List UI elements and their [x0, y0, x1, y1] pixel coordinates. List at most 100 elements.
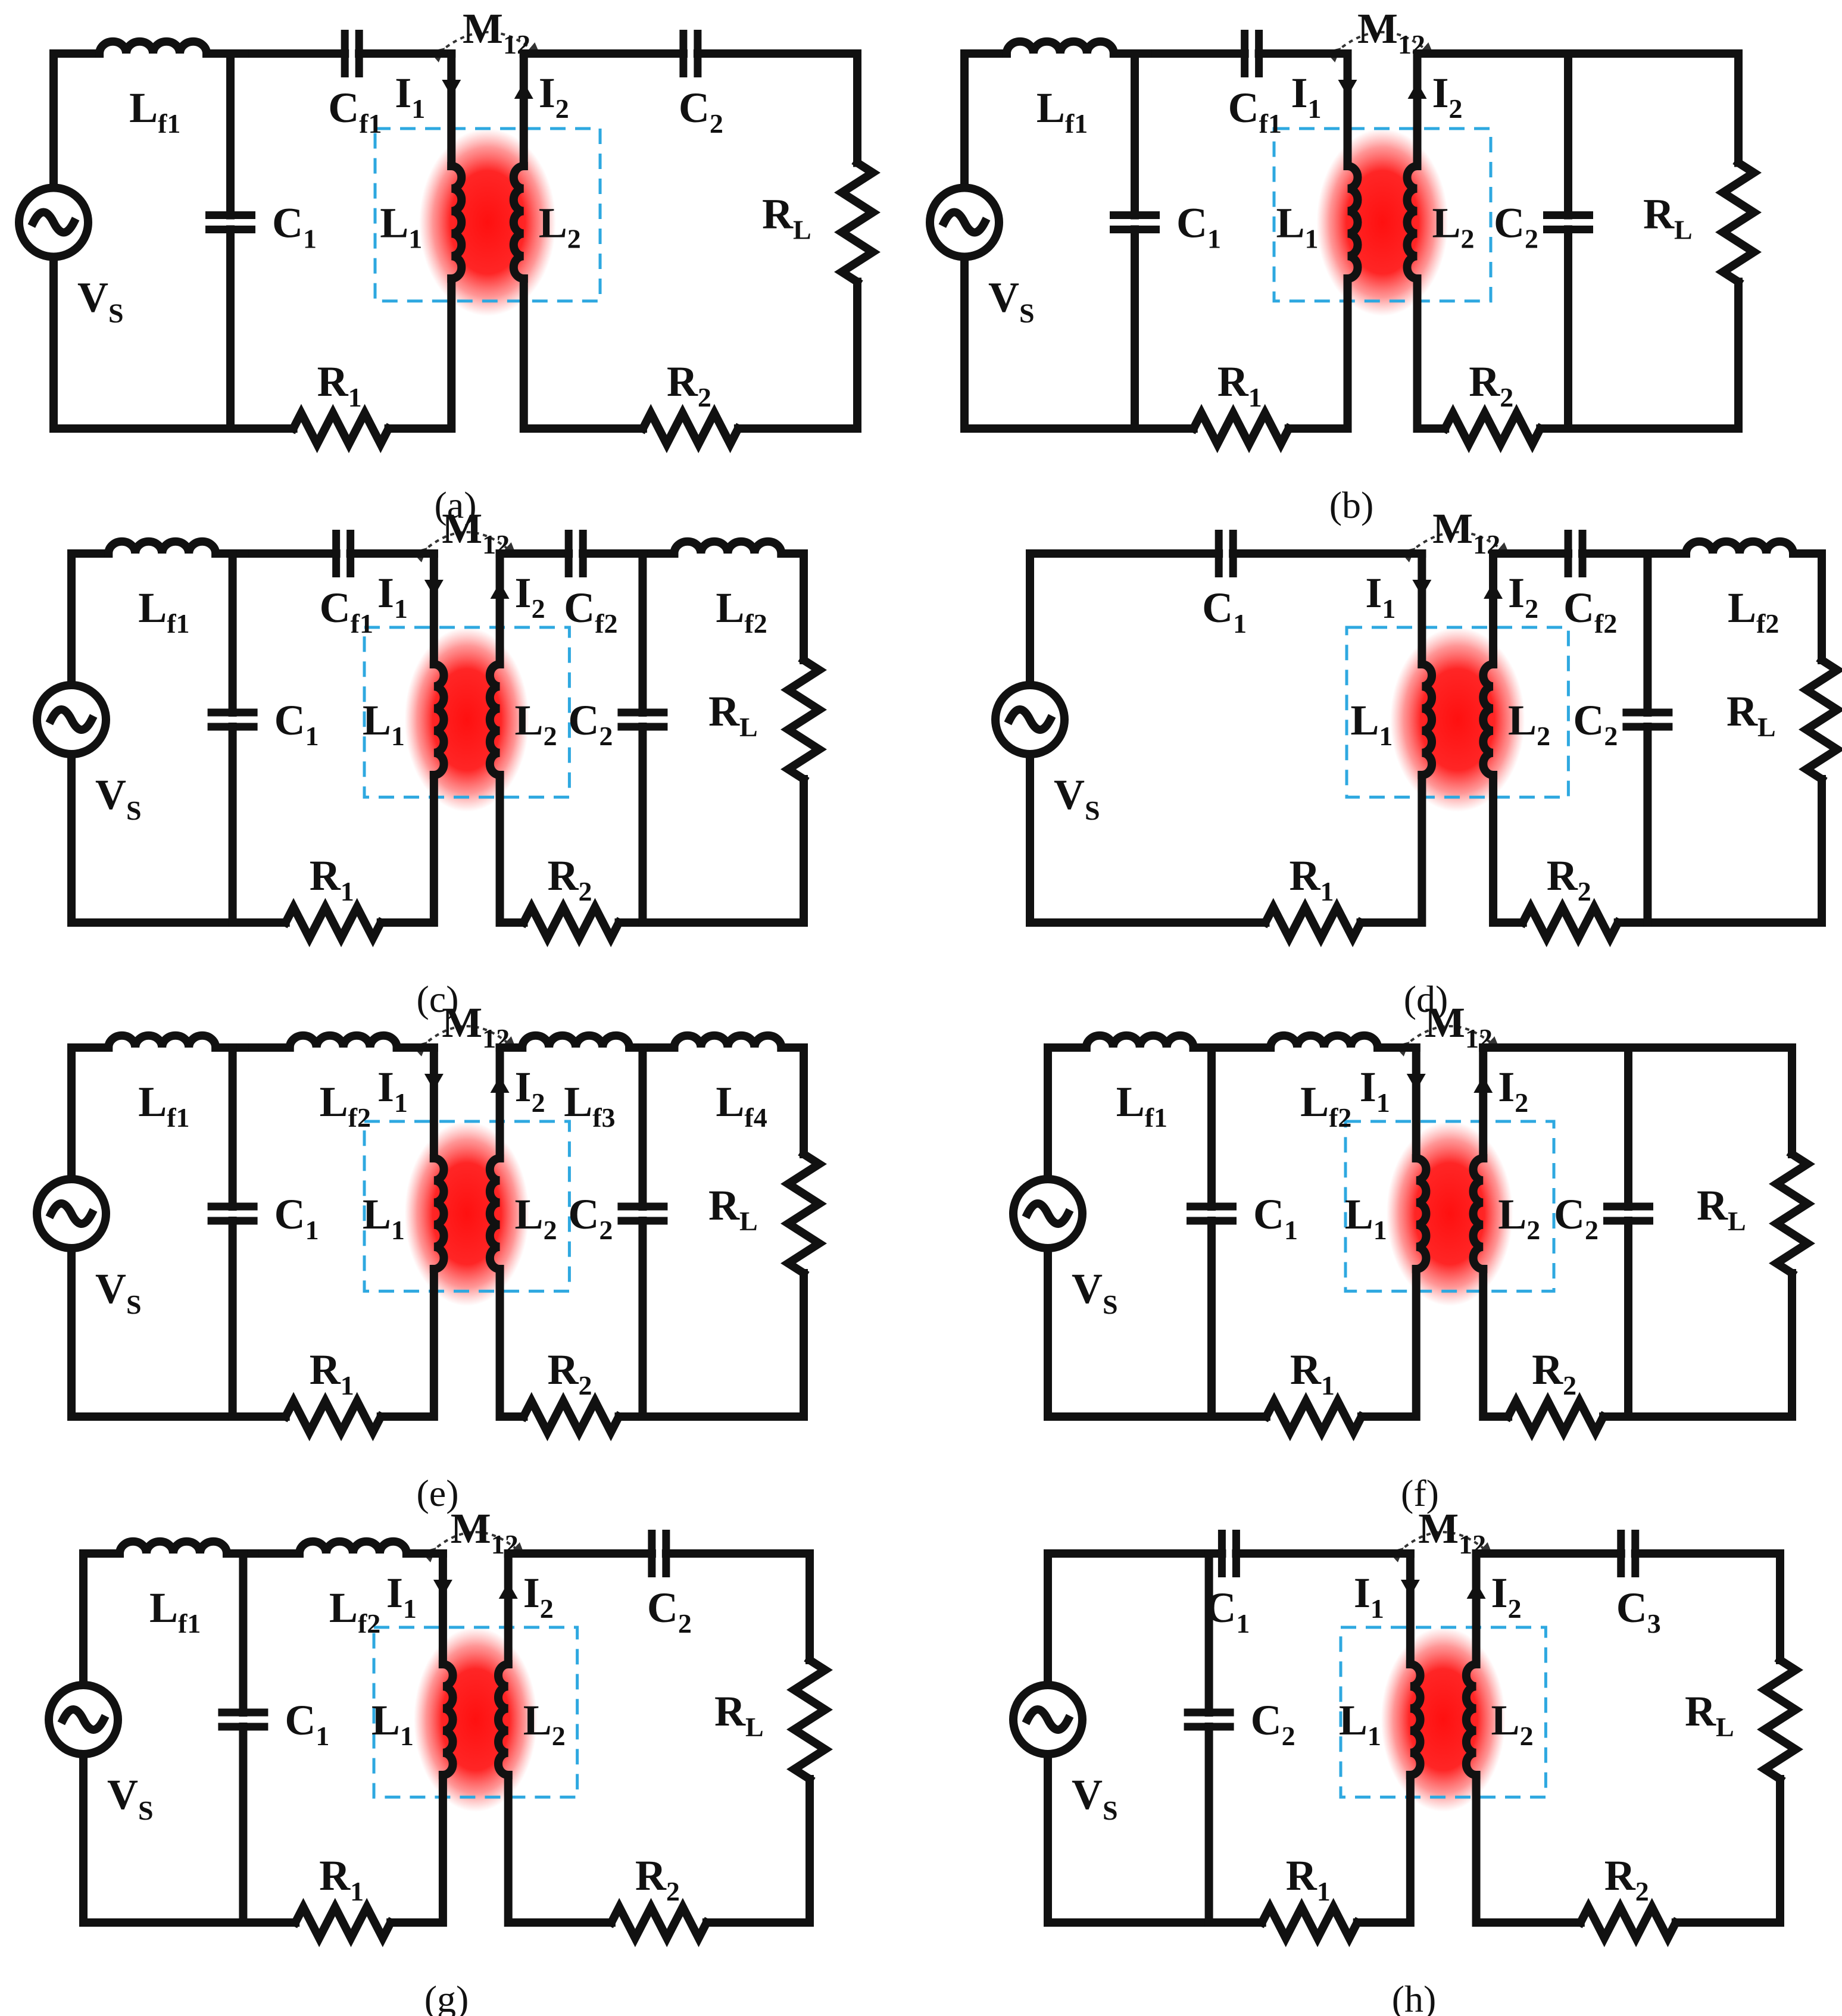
primary-series-label-sub: f2: [358, 1608, 380, 1639]
r2-label-sub: 2: [666, 1876, 680, 1906]
i1-label-main: I: [1354, 1569, 1370, 1617]
source-label-main: V: [988, 274, 1019, 321]
secondary-series-label-sub: f2: [595, 608, 617, 639]
primary-shunt-label-sub: 1: [305, 721, 319, 751]
l2-label: L2: [515, 696, 557, 751]
primary-shunt-label-main: C: [1253, 1190, 1284, 1238]
secondary-series-label-sub: f2: [1594, 608, 1617, 639]
secondary-bottom-wire: [1413, 274, 1450, 433]
l2-label-main: L: [523, 1696, 552, 1744]
l1-coil: [429, 660, 448, 780]
panel-caption: (e): [416, 1472, 458, 1514]
r1-resistor: [288, 404, 395, 454]
primary-series-label-sub: f1: [167, 608, 189, 639]
l1-label-sub: 1: [1379, 721, 1393, 751]
load-resistor: [780, 654, 827, 785]
r2-label-sub: 2: [1635, 1876, 1649, 1906]
i2-label-main: I: [1491, 1569, 1508, 1617]
i2-label-main: I: [1508, 569, 1525, 617]
load-resistor: [1799, 654, 1842, 785]
l1-label-main: L: [1345, 1190, 1373, 1238]
l2-label-sub: 2: [1537, 721, 1550, 751]
primary-series-label-main: L: [138, 584, 167, 632]
l2-label-main: L: [1432, 199, 1461, 247]
l2-coil: [485, 1154, 504, 1274]
primary-series-label-sub: f1: [1145, 1102, 1167, 1133]
load-label-sub: L: [1757, 712, 1776, 742]
source-wire-bottom: [67, 1244, 237, 1421]
l2-coil: [1403, 161, 1422, 283]
i2-label: I2: [515, 569, 545, 624]
l1-coil: [447, 161, 466, 283]
mutual-arc: [1325, 31, 1435, 62]
secondary-series-label-0: Lf3: [564, 1078, 615, 1133]
primary-series-inductor-0: [104, 1031, 220, 1052]
source-label: VS: [107, 1771, 154, 1826]
r2-label-sub: 2: [578, 876, 592, 907]
l2-coil: [1462, 1659, 1481, 1780]
load-label-main: R: [1685, 1687, 1716, 1735]
r1-label-sub: 1: [348, 382, 362, 412]
primary-shunt-label-sub: 1: [303, 224, 317, 254]
primary-shunt-label: C1: [274, 696, 319, 751]
i2-label: I2: [1498, 1063, 1528, 1118]
l2-label-sub: 2: [1461, 224, 1475, 254]
mutual-label: M12: [463, 5, 530, 60]
secondary-series-label-main: C: [1616, 1584, 1647, 1631]
i2-label-sub: 2: [555, 93, 569, 124]
l2-coil: [485, 660, 504, 780]
r1-label-main: R: [1290, 1346, 1322, 1393]
ac-source-icon-wave: [45, 705, 98, 734]
l2-label-sub: 2: [1520, 1721, 1534, 1751]
secondary-bottom-wire: [504, 1771, 616, 1927]
r1-label-sub: 1: [1320, 876, 1334, 907]
l2-label: L2: [1491, 1696, 1534, 1751]
source-label-main: V: [1072, 1771, 1103, 1818]
load-label-main: R: [708, 687, 740, 735]
r2-label-sub: 2: [1500, 382, 1513, 412]
r1-label-sub: 1: [1317, 1876, 1331, 1906]
primary-bottom-wire: [376, 1265, 438, 1421]
secondary-shunt-label-main: C: [1494, 199, 1525, 247]
source-label-sub: S: [108, 298, 124, 329]
secondary-series-inductor-1: [1681, 537, 1798, 558]
i2-label: I2: [539, 69, 569, 124]
secondary-series-label-sub: f3: [592, 1102, 615, 1133]
i1-arrow-icon: [1406, 1074, 1426, 1090]
i2-arrow-icon: [1466, 1582, 1486, 1599]
panel-caption: (a): [434, 484, 476, 526]
primary-series-label-sub: f1: [351, 608, 373, 639]
secondary-series-label-sub: f2: [1756, 608, 1779, 639]
secondary-shunt-label-sub: 2: [1604, 721, 1618, 751]
i1-label-sub: 1: [1382, 593, 1395, 624]
source-label-main: V: [95, 771, 126, 818]
coupling-glow: [1381, 1627, 1506, 1812]
source-label-main: V: [1054, 771, 1085, 818]
secondary-bottom-wire: [495, 771, 528, 927]
l2-label-main: L: [1491, 1696, 1520, 1744]
source-label: VS: [1072, 1771, 1118, 1826]
secondary-bottom-wire: [1472, 1771, 1585, 1927]
primary-series-label-main: L: [320, 1078, 348, 1126]
source-label-sub: S: [1103, 1795, 1118, 1826]
ac-source-icon-wave: [27, 208, 80, 237]
source-wire-bottom: [67, 750, 237, 927]
r1-label-main: R: [310, 852, 341, 899]
primary-series-label-0: Lf1: [129, 84, 180, 139]
l1-label: L1: [1276, 199, 1319, 254]
r1-label: R1: [1290, 1346, 1335, 1401]
primary-series-inductor-0: [95, 37, 211, 58]
load-label-sub: L: [739, 712, 758, 742]
i1-label-main: I: [1365, 569, 1382, 617]
i2-label: I2: [1432, 69, 1463, 124]
r1-label-main: R: [1217, 358, 1249, 405]
r1-label-main: R: [319, 1852, 351, 1899]
l1-coil: [1418, 660, 1437, 780]
primary-shunt-label: C1: [285, 1696, 329, 1751]
i1-label: I1: [386, 1569, 417, 1624]
r2-label: R2: [1547, 852, 1591, 907]
secondary-bottom-wire: [1613, 775, 1826, 927]
